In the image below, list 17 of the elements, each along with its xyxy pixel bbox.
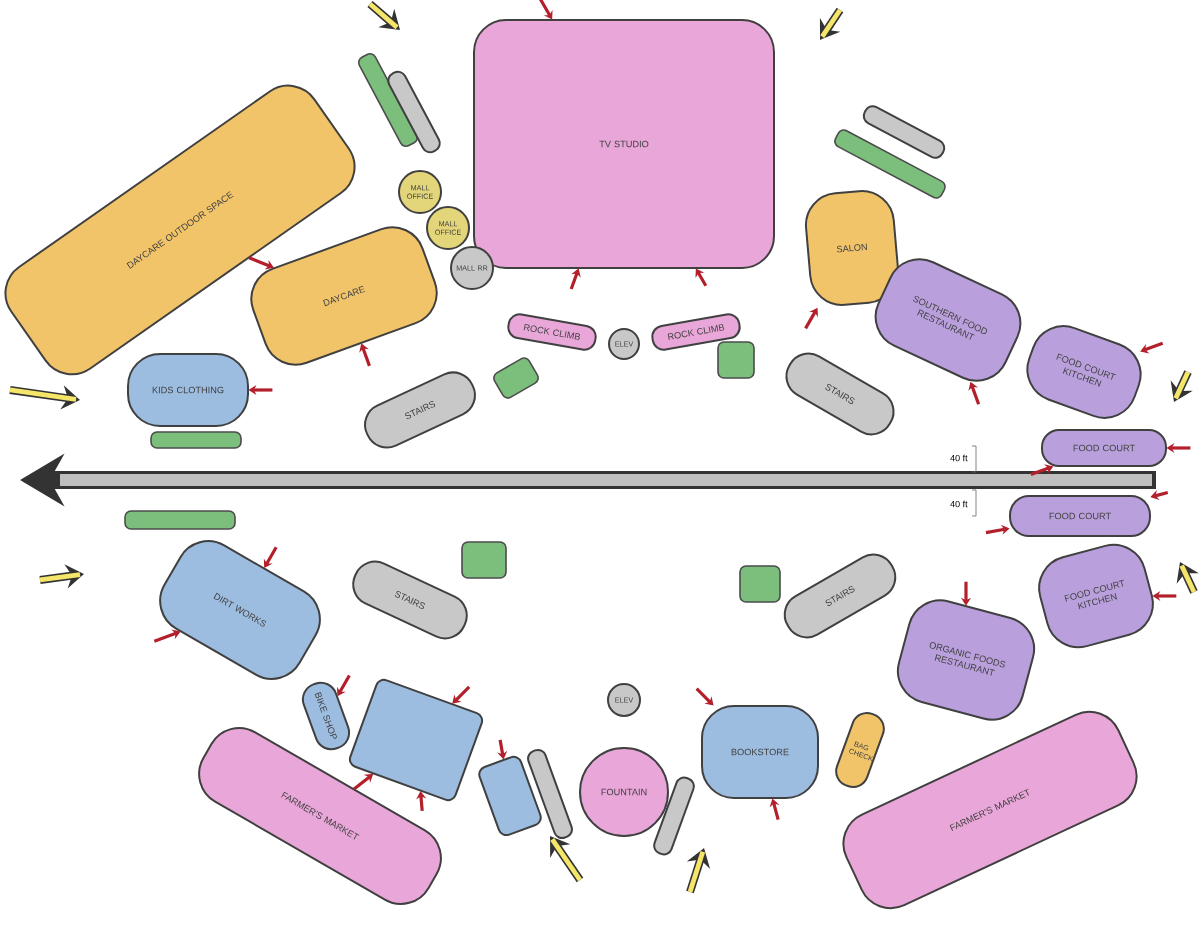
entrance-arrow xyxy=(153,629,181,643)
entrance-arrow xyxy=(769,798,780,821)
pill-block xyxy=(527,748,573,839)
entrance-arrow xyxy=(452,685,471,704)
pill-block xyxy=(653,776,695,856)
entrance-arrow xyxy=(695,687,714,706)
pill-block xyxy=(862,105,946,159)
pill-block xyxy=(387,70,441,154)
entrance-arrow xyxy=(985,524,1010,535)
entrance-arrow xyxy=(695,268,708,287)
entrance-arrow xyxy=(359,343,371,367)
entrance-arrow xyxy=(1140,341,1164,354)
entrance-arrow xyxy=(569,268,581,290)
entrance-arrow xyxy=(536,0,553,20)
block xyxy=(348,678,484,802)
block xyxy=(478,755,542,837)
entrance-arrow xyxy=(1150,490,1169,500)
